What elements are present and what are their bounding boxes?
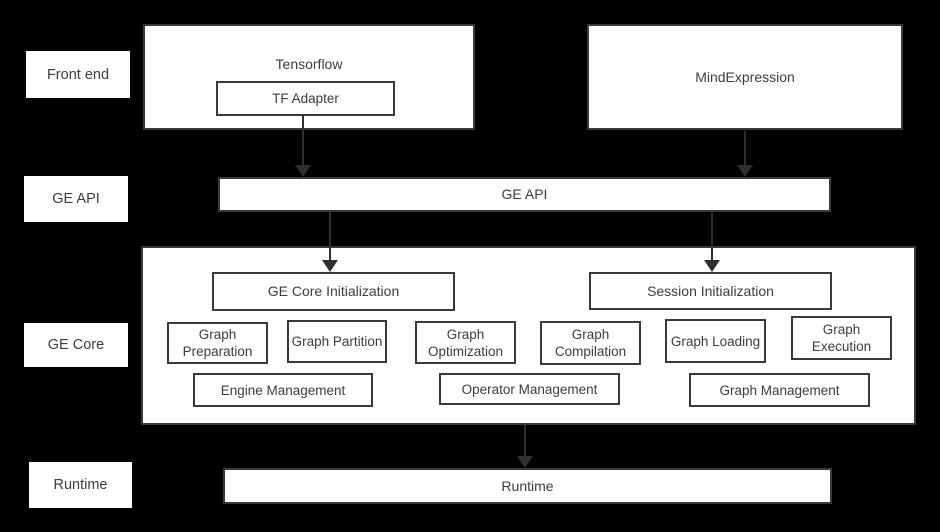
ge-api-bar-label: GE API	[501, 186, 548, 202]
row-label-runtime-text: Runtime	[53, 477, 108, 493]
ge-api-bar: GE API	[218, 177, 831, 212]
tf-adapter-box: TF Adapter	[216, 81, 395, 116]
tf-adapter-label: TF Adapter	[272, 91, 339, 106]
arrow-ge-api-to-ge-core-initialization	[322, 212, 338, 272]
stage-box-graph-compilation: Graph Compilation	[540, 321, 641, 365]
stage-box-graph-execution: Graph Execution	[791, 316, 892, 360]
row-label-ge-api: GE API	[24, 176, 128, 222]
arrow-head-icon	[737, 165, 753, 177]
stage-box-graph-optimization: Graph Optimization	[415, 321, 516, 364]
stage-box-graph-preparation: Graph Preparation	[167, 322, 268, 364]
graph-preparation-label: Graph Preparation	[182, 327, 253, 359]
graph-execution-label: Graph Execution	[811, 322, 872, 354]
arrow-shaft	[711, 212, 713, 262]
engine-management-box: Engine Management	[193, 373, 373, 407]
arrow-ge-api-to-session-initialization	[704, 212, 720, 272]
graph-optimization-label: Graph Optimization	[427, 326, 504, 359]
mindexpression-box: MindExpression	[587, 24, 903, 130]
row-label-ge-core-text: GE Core	[47, 337, 105, 353]
session-initialization-box: Session Initialization	[589, 272, 832, 310]
arrow-shaft	[524, 425, 526, 458]
arrow-head-icon	[517, 456, 533, 468]
row-label-runtime: Runtime	[29, 462, 132, 508]
arrow-ge-core-to-runtime	[517, 425, 533, 468]
stage-box-graph-loading: Graph Loading	[665, 319, 766, 363]
tensorflow-box: Tensorflow TF Adapter	[143, 24, 475, 130]
mindexpression-label: MindExpression	[695, 68, 795, 85]
row-label-front-end-text: Front end	[46, 66, 110, 83]
tensorflow-label: Tensorflow	[275, 56, 343, 72]
arrow-head-icon	[322, 260, 338, 272]
ge-core-initialization-box: GE Core Initialization	[212, 272, 455, 311]
session-initialization-label: Session Initialization	[647, 282, 774, 299]
arrow-head-icon	[704, 260, 720, 272]
runtime-bar: Runtime	[223, 468, 832, 504]
row-label-ge-core: GE Core	[24, 323, 128, 367]
ge-core-initialization-label: GE Core Initialization	[267, 283, 400, 299]
row-label-front-end: Front end	[26, 51, 130, 98]
operator-management-box: Operator Management	[439, 373, 620, 405]
operator-management-label: Operator Management	[461, 381, 598, 397]
graph-loading-label: Graph Loading	[670, 333, 761, 349]
arrow-tf-adapter-to-ge-api	[295, 114, 311, 177]
arrow-head-icon	[295, 165, 311, 177]
engine-management-label: Engine Management	[220, 382, 346, 398]
arrow-mindexpression-to-ge-api	[737, 131, 753, 177]
arrow-shaft	[329, 212, 331, 262]
graph-management-box: Graph Management	[689, 373, 870, 407]
arrow-shaft	[302, 114, 304, 167]
arrow-shaft	[744, 131, 746, 167]
graph-partition-label: Graph Partition	[291, 334, 383, 349]
runtime-bar-label: Runtime	[501, 477, 554, 494]
stage-box-graph-partition: Graph Partition	[287, 320, 387, 363]
row-label-ge-api-text: GE API	[52, 191, 100, 207]
graph-compilation-label: Graph Compilation	[554, 327, 627, 359]
graph-management-label: Graph Management	[719, 382, 840, 398]
